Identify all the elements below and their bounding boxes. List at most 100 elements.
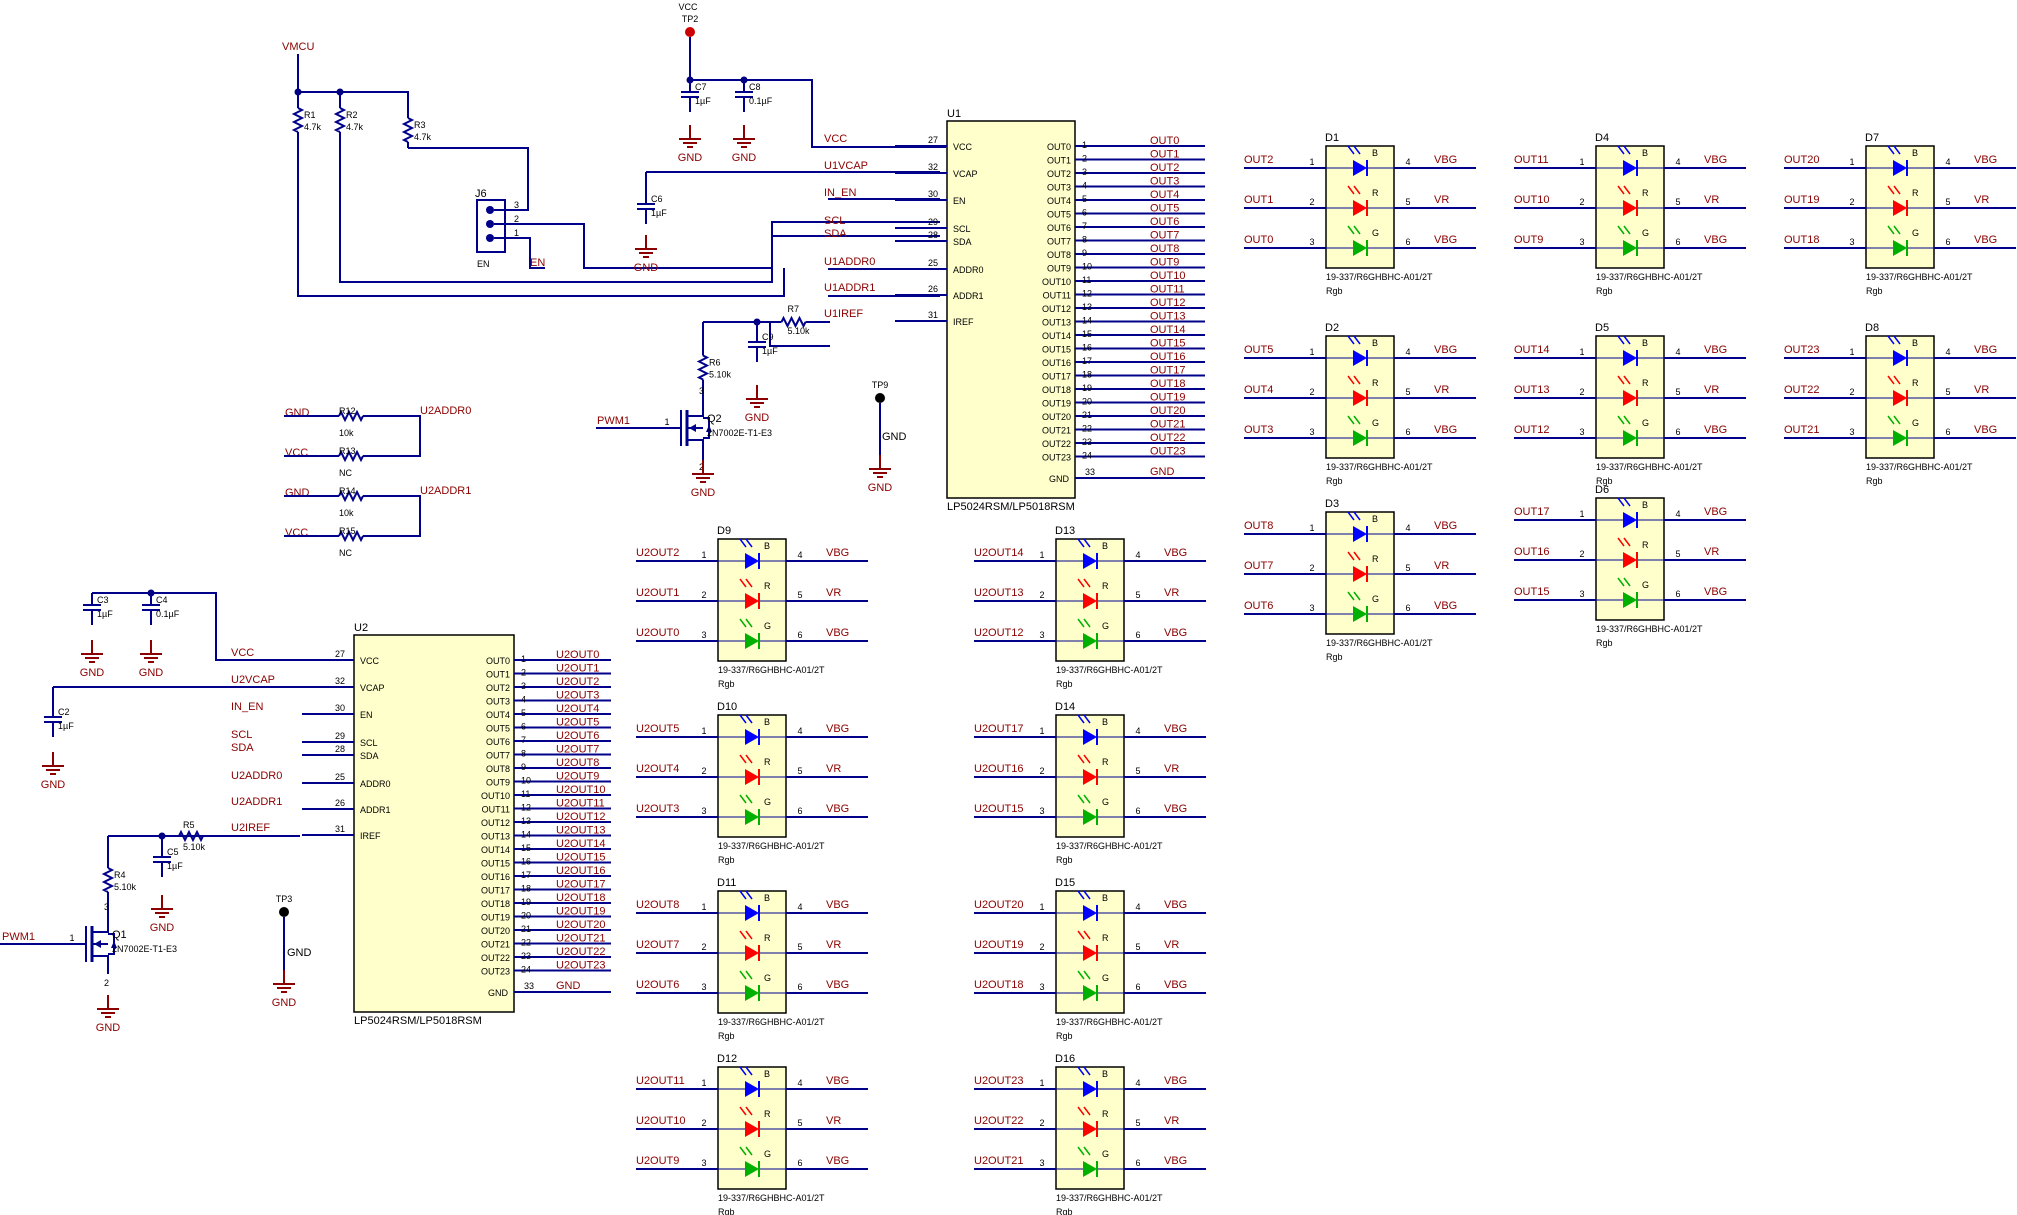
diode-triangle: [1083, 729, 1097, 745]
ic-pin-number: 21: [521, 924, 531, 934]
led-color-letter: B: [1912, 338, 1918, 348]
led-pin-number: 4: [1135, 726, 1140, 736]
ground-label: GND: [150, 922, 175, 934]
emission-arrow: [1077, 618, 1085, 628]
led-supply-label: VBG: [826, 803, 849, 815]
ic-out-net-label: OUT18: [1150, 378, 1185, 390]
led-net-label: OUT4: [1244, 384, 1273, 396]
ic-pin-number: 9: [1082, 248, 1087, 258]
diode-triangle: [1893, 430, 1907, 446]
emission-arrow: [1353, 511, 1361, 521]
resistor-body: [696, 354, 710, 381]
led-pin-number: 4: [1675, 157, 1680, 167]
led-pin-number: 4: [1405, 523, 1410, 533]
ic-out-net-label: OUT8: [1150, 243, 1179, 255]
led-color-letter: R: [1372, 554, 1379, 564]
capacitor-ref: C5: [167, 847, 179, 857]
pwm-net-label: PWM1: [597, 415, 630, 427]
resistor-ref: R4: [114, 870, 126, 880]
emission-arrow: [1617, 375, 1625, 385]
emission-arrow: [1083, 1146, 1091, 1156]
emission-arrow: [1887, 335, 1895, 345]
capacitor-value: 1µF: [58, 721, 74, 731]
ic-out-net-label: U2OUT20: [556, 919, 606, 931]
led-supply-label: VBG: [1974, 234, 1997, 246]
ground-symbol: GND: [868, 455, 892, 494]
ic-u2: U2LP5024RSM/LP5018RSM27VCC32VCAP30EN29SC…: [231, 622, 611, 1027]
diode-triangle: [1623, 430, 1637, 446]
ic-out-net-label: U2OUT9: [556, 771, 599, 783]
led-supply-label: VR: [1164, 939, 1179, 951]
ic-pin-name: OUT12: [1042, 304, 1071, 314]
u2-address-resistors: GNDVCCR1210kR13NCU2ADDR0GNDVCCR1410kR15N…: [284, 405, 471, 558]
ic-pin-number: 20: [1082, 397, 1092, 407]
emission-arrow: [745, 1106, 753, 1116]
led-ref: D4: [1595, 132, 1609, 144]
ground-symbol: GND: [678, 125, 702, 164]
vcc-rail: [689, 37, 946, 148]
emission-arrow: [1077, 538, 1085, 548]
led-pin-number: 4: [1135, 550, 1140, 560]
ic-pin-name: OUT8: [1047, 250, 1071, 260]
led-color-letter: R: [1102, 757, 1109, 767]
ic-pin-name: OUT7: [1047, 237, 1071, 247]
ground-label: GND: [41, 779, 66, 791]
ic-pin-number: 4: [521, 695, 526, 705]
led-supply-label: VBG: [1164, 979, 1187, 991]
led-ref: D3: [1325, 498, 1339, 510]
led-pin-number: 2: [1039, 1118, 1044, 1128]
led-net-label: OUT15: [1514, 586, 1549, 598]
ic-pin-name: OUT17: [481, 886, 510, 896]
emission-arrow: [1077, 754, 1085, 764]
resistor-body: [178, 829, 204, 843]
capacitor-value: 1µF: [651, 208, 667, 218]
emission-arrow: [1887, 375, 1895, 385]
ic-in-net-label: U1IREF: [824, 308, 863, 320]
led-color-letter: B: [1642, 148, 1648, 158]
ic-in-net-label: VCC: [231, 647, 254, 659]
emission-arrow: [1893, 335, 1901, 345]
resistor-body: [780, 315, 807, 329]
led-pin-number: 5: [797, 1118, 802, 1128]
emission-arrow: [1353, 145, 1361, 155]
resistor: R14.7k: [291, 92, 322, 148]
led-supply-label: VBG: [1434, 424, 1457, 436]
ic-in-net-label: U2ADDR1: [231, 796, 282, 808]
led-pin-number: 2: [1039, 766, 1044, 776]
ic-pin-name: OUT2: [486, 683, 510, 693]
led-pin-number: 4: [1135, 902, 1140, 912]
emission-arrow: [1083, 930, 1091, 940]
led-value: Rgb: [1596, 476, 1613, 486]
emission-arrow: [1623, 497, 1631, 507]
led-net-label: OUT2: [1244, 154, 1273, 166]
led-supply-label: VR: [826, 1115, 841, 1127]
ic-pin-number: 29: [335, 731, 345, 741]
capacitor-value: 0.1µF: [749, 96, 773, 106]
ic-in-net-label: VCC: [824, 133, 847, 145]
diode-triangle: [1353, 240, 1367, 256]
led-net-label: U2OUT20: [974, 899, 1024, 911]
led-color-letter: R: [1642, 378, 1649, 388]
ground-label: GND: [96, 1022, 121, 1034]
emission-arrow: [1077, 970, 1085, 980]
led-color-letter: G: [1642, 228, 1649, 238]
emission-arrow: [1617, 185, 1625, 195]
ic-pin-number: 5: [521, 708, 526, 718]
ic-pin-number: 12: [521, 803, 531, 813]
led-pin-number: 1: [1579, 509, 1584, 519]
ic-in-net-label: U2ADDR0: [231, 770, 282, 782]
led-net-label: OUT23: [1784, 344, 1819, 356]
emission-arrow: [1353, 551, 1361, 561]
fet-ref: Q1: [112, 929, 127, 941]
led-supply-label: VR: [1164, 763, 1179, 775]
ground-label: GND: [80, 667, 105, 679]
emission-arrow: [1083, 970, 1091, 980]
ic-pin-number: 7: [1082, 221, 1087, 231]
vmcu-label: VMCU: [282, 41, 314, 53]
led-pin-number: 1: [701, 726, 706, 736]
fet-ref: Q2: [707, 413, 722, 425]
led-net-label: U2OUT1: [636, 587, 679, 599]
led-supply-label: VBG: [1974, 154, 1997, 166]
ic-pin-name: ADDR1: [360, 805, 391, 815]
